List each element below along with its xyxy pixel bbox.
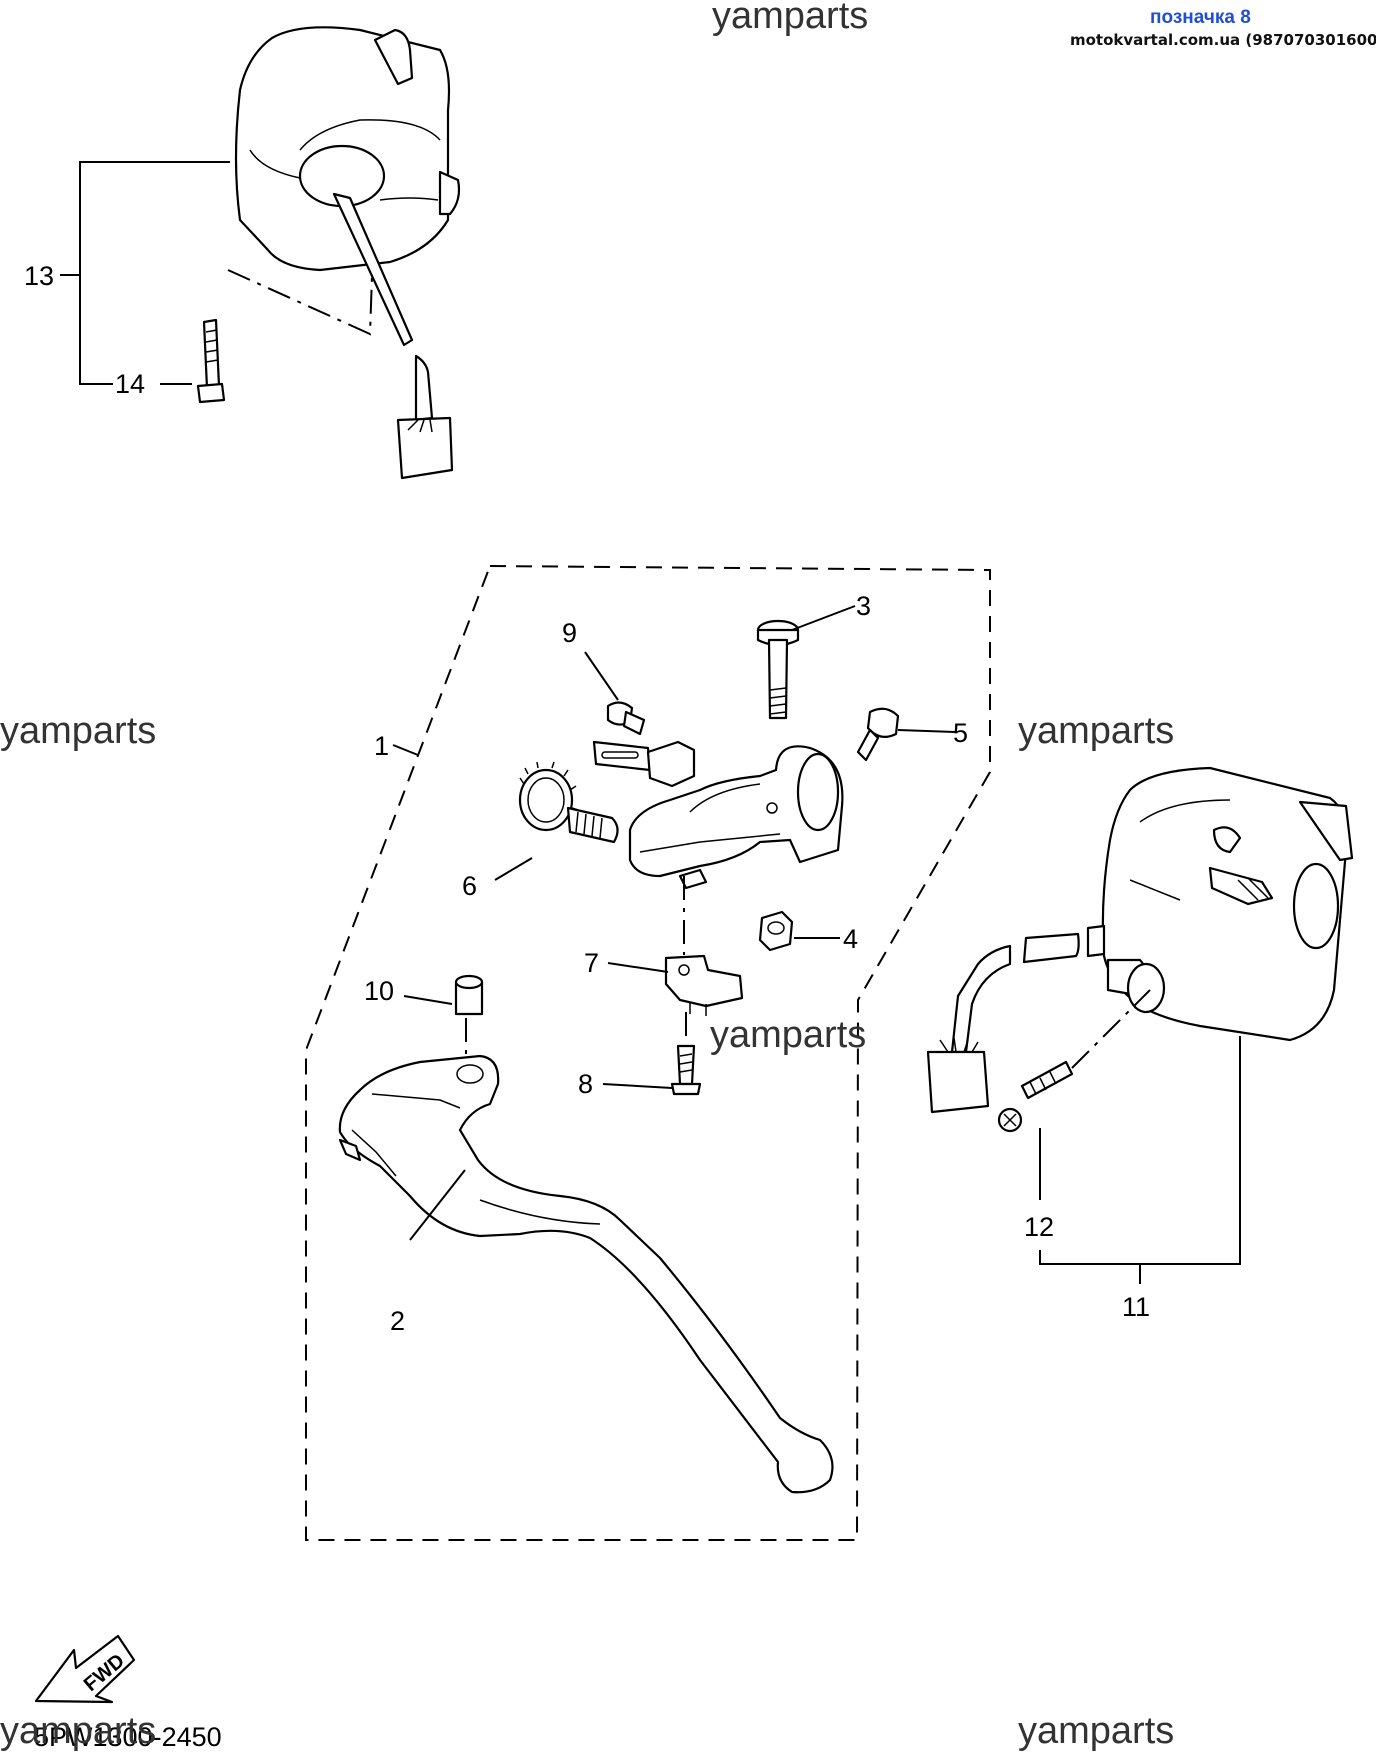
watermark-top: yamparts (712, 0, 868, 37)
brake-lever-2 (338, 1054, 834, 1494)
screw-9 (606, 701, 646, 736)
callout-8: 8 (578, 1069, 593, 1099)
fwd-arrow-icon: FWD (34, 1634, 136, 1704)
watermark-right: yamparts (1018, 710, 1174, 752)
callout-2: 2 (390, 1306, 405, 1336)
badge-title: позначка 8 (1150, 7, 1251, 28)
watermark-middle: yamparts (710, 1014, 866, 1056)
callout-6: 6 (462, 871, 477, 901)
callout-9: 9 (562, 618, 577, 648)
watermark-bottom-left: yamparts (0, 1710, 156, 1752)
watermark-bottom-right: yamparts (1018, 1710, 1174, 1752)
left-handlebar-switch (196, 26, 461, 480)
screw-5 (856, 707, 900, 762)
callout-7: 7 (584, 948, 599, 978)
watermark-left: yamparts (0, 710, 156, 752)
diagram-code: 5PW1300-2450 (34, 1722, 222, 1752)
callout-4: 4 (843, 924, 858, 954)
lever-holder (628, 745, 844, 890)
collar-10 (454, 974, 484, 1060)
pivot-bolt-3 (756, 619, 800, 720)
callout-5: 5 (953, 718, 968, 748)
callout-12: 12 (1024, 1212, 1054, 1242)
right-handlebar-switch (1101, 766, 1354, 1042)
adjuster-knob-6 (518, 761, 619, 844)
nut-4 (758, 910, 794, 952)
callout-11: 11 (1122, 1292, 1150, 1322)
callout-13: 13 (24, 261, 54, 291)
callout-14: 14 (115, 369, 145, 399)
callout-11-bracket (1039, 1036, 1241, 1284)
callout-13-bracket (60, 161, 230, 385)
callout-3: 3 (856, 591, 871, 621)
brake-switch-7 (664, 954, 744, 1016)
assembly-1-boundary (305, 564, 991, 1541)
switch-bracket (592, 740, 696, 788)
screw-12 (997, 989, 1151, 1133)
callout-10: 10 (364, 976, 394, 1006)
callout-1: 1 (374, 731, 389, 761)
right-switch-harness (926, 924, 1106, 1114)
screw-8 (670, 1012, 702, 1096)
badge-subtitle: motokvartal.com.ua (987070301600) (1070, 31, 1376, 49)
